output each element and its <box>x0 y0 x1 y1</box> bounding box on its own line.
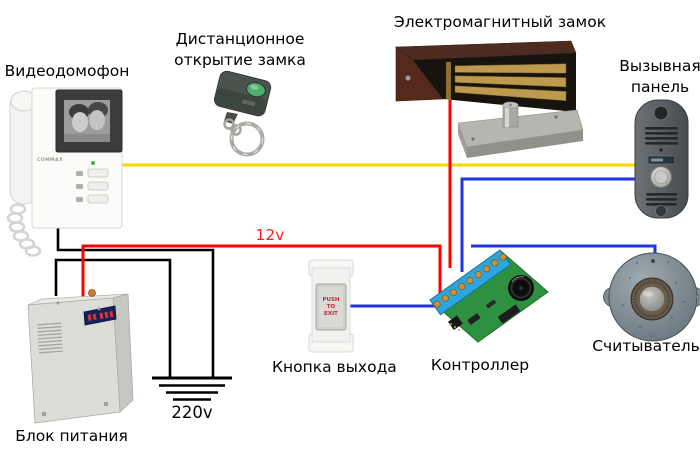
label-call-panel-line1: Вызывная <box>619 57 700 75</box>
keyfob-clip <box>224 112 238 124</box>
wire-intercom-to-mains-black <box>56 216 215 378</box>
label-video-intercom: Видеодомофон <box>4 62 130 80</box>
label-remote-opener: Дистанционное открытие замка <box>172 29 308 71</box>
label-power-supply: Блок питания <box>15 427 128 445</box>
lock-armature-plate <box>457 101 584 158</box>
call-panel-graphic <box>634 99 689 219</box>
video-intercom-graphic: COMMAX <box>6 87 123 257</box>
wire-psu-to-mains-black <box>54 258 172 378</box>
reader-graphic <box>603 252 700 342</box>
intercom-buttons[interactable] <box>76 168 109 204</box>
label-reader: Считыватель <box>592 337 700 355</box>
lock-armature-pin <box>502 101 519 128</box>
exit-button-text-1: PUSH <box>322 297 339 303</box>
label-12v: 12v <box>255 226 285 244</box>
label-remote-opener-line2: открытие замка <box>174 51 306 69</box>
handset-cord <box>6 203 42 257</box>
panel-call-button-center[interactable] <box>654 170 668 184</box>
panel-camera-icon <box>653 105 669 121</box>
label-remote-opener-line1: Дистанционное <box>175 30 305 48</box>
controller-buzzer <box>508 275 534 301</box>
psu-front-face <box>27 297 121 424</box>
psu-terminal-nub <box>88 289 96 297</box>
psu-display <box>83 305 117 326</box>
psu-screws <box>41 301 109 417</box>
controller-graphic <box>429 249 549 343</box>
psu-vent-slots <box>37 322 63 354</box>
label-exit-button: Кнопка выхода <box>272 358 397 376</box>
lock-screw <box>405 75 411 81</box>
intercom-brand-text: COMMAX <box>37 157 63 163</box>
exit-button-face[interactable] <box>319 287 343 327</box>
reader-top-hole <box>651 259 655 263</box>
label-controller: Контроллер <box>430 356 530 374</box>
intercom-led <box>91 161 95 165</box>
reader-contact[interactable] <box>630 277 674 321</box>
handset-icon <box>9 90 39 205</box>
reader-speckle <box>622 261 685 337</box>
ground-symbol <box>152 376 232 401</box>
label-call-panel: Вызывная панель <box>615 56 700 98</box>
exit-button-text-2: TO <box>327 304 336 310</box>
electromagnetic-lock-graphic <box>395 40 584 158</box>
wire-panel-to-controller-blue <box>460 177 639 272</box>
label-220v: 220v <box>171 403 213 422</box>
panel-bottom-screw <box>655 205 667 217</box>
keyfob-body <box>213 70 272 117</box>
controller-terminal-screws <box>433 253 507 308</box>
panel-speaker-slots <box>645 127 678 145</box>
exit-button-graphic: PUSH TO EXIT <box>308 259 354 353</box>
keyfob-remote-graphic <box>213 70 272 157</box>
lock-body <box>395 40 577 112</box>
intercom-screen <box>64 100 110 142</box>
panel-brand-plate <box>647 155 676 165</box>
label-electromagnetic-lock: Электромагнитный замок <box>393 13 607 31</box>
panel-mic-hole <box>659 148 663 152</box>
wire-psu-to-controller-red-12v <box>81 244 442 307</box>
controller-components <box>448 299 521 331</box>
exit-button-text-3: EXIT <box>324 311 338 317</box>
keyring-highlight <box>230 122 264 156</box>
power-supply-graphic <box>27 289 134 424</box>
label-call-panel-line2: панель <box>630 78 690 96</box>
panel-lower-slots <box>646 193 677 206</box>
